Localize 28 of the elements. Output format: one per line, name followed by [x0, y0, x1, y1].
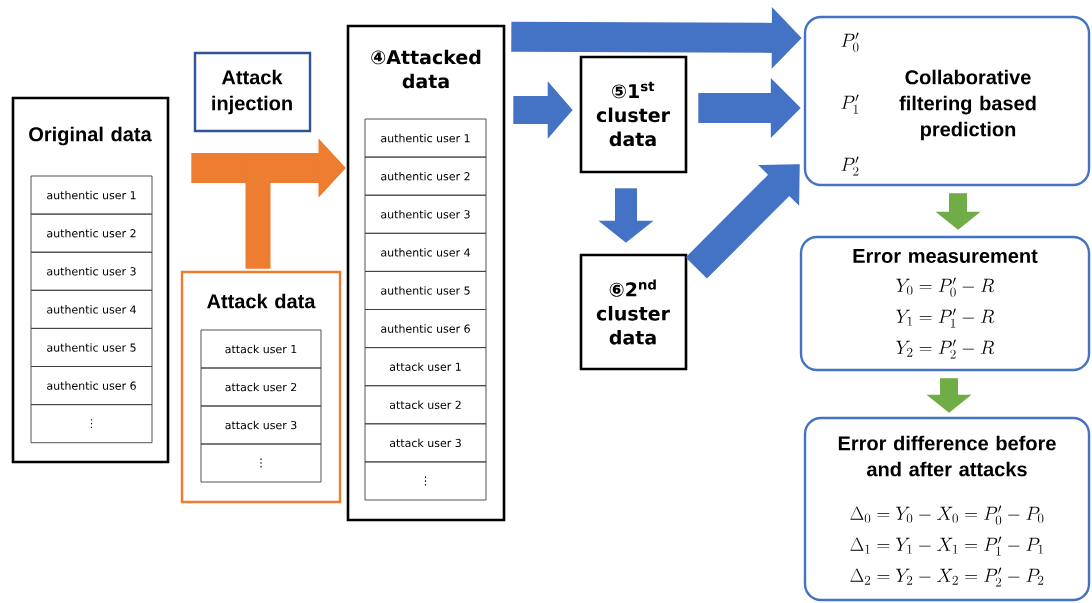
process-box: Collaborative filtering based prediction $P'_0$ $P'_1$ $P'_2$	[803, 15, 1091, 187]
table-cell: authentic user 2	[364, 156, 487, 196]
process-box: ⑥2$^{nd}$ cluster data	[579, 253, 688, 371]
table-cell: attack user 2	[200, 367, 322, 407]
table-cell: authentic user 6	[364, 309, 487, 349]
table-cell: authentic user 3	[364, 194, 487, 234]
table-cell: attack user 3	[200, 405, 322, 445]
table-cell: authentic user 4	[30, 289, 153, 329]
table-cell: ⋮	[200, 443, 322, 483]
process-box: Error difference before and after attacks $\Delta_0 = Y_0 - X_0 = P'_0 - P_0$ $\Delta_1 = Y_1 - X_1 = P'_1 - P_1$ $\Delta_2 = Y_2 - X_2 = P'_2 - P_2$	[803, 416, 1091, 602]
table-cell: authentic user 1	[30, 175, 153, 215]
table-cell: authentic user 3	[30, 251, 153, 291]
table-cell: attack user 3	[364, 423, 487, 463]
process-box: ⑤1$^{st}$ cluster data	[579, 55, 688, 174]
table-cell: authentic user 5	[364, 270, 487, 310]
table-cell: authentic user 4	[364, 232, 487, 272]
process-box: Error measurement $Y_0 = P'_0 - R$ $Y_1 = P'_1 - R$ $Y_2 = P'_2 - R$	[799, 235, 1091, 372]
label-box: Attack injection	[193, 51, 312, 133]
table-cell: attack user 2	[364, 385, 487, 425]
block-arrow	[685, 164, 800, 279]
table-cell: ⋮	[30, 404, 153, 444]
table-cell: authentic user 5	[30, 327, 153, 367]
table-cell: authentic user 6	[30, 366, 153, 406]
table-cell: authentic user 2	[30, 213, 153, 253]
table-cell: attack user 1	[200, 329, 322, 369]
table-cell: authentic user 1	[364, 118, 487, 158]
table-cell: attack user 1	[364, 347, 487, 387]
table-cell: ⋮	[364, 461, 487, 501]
